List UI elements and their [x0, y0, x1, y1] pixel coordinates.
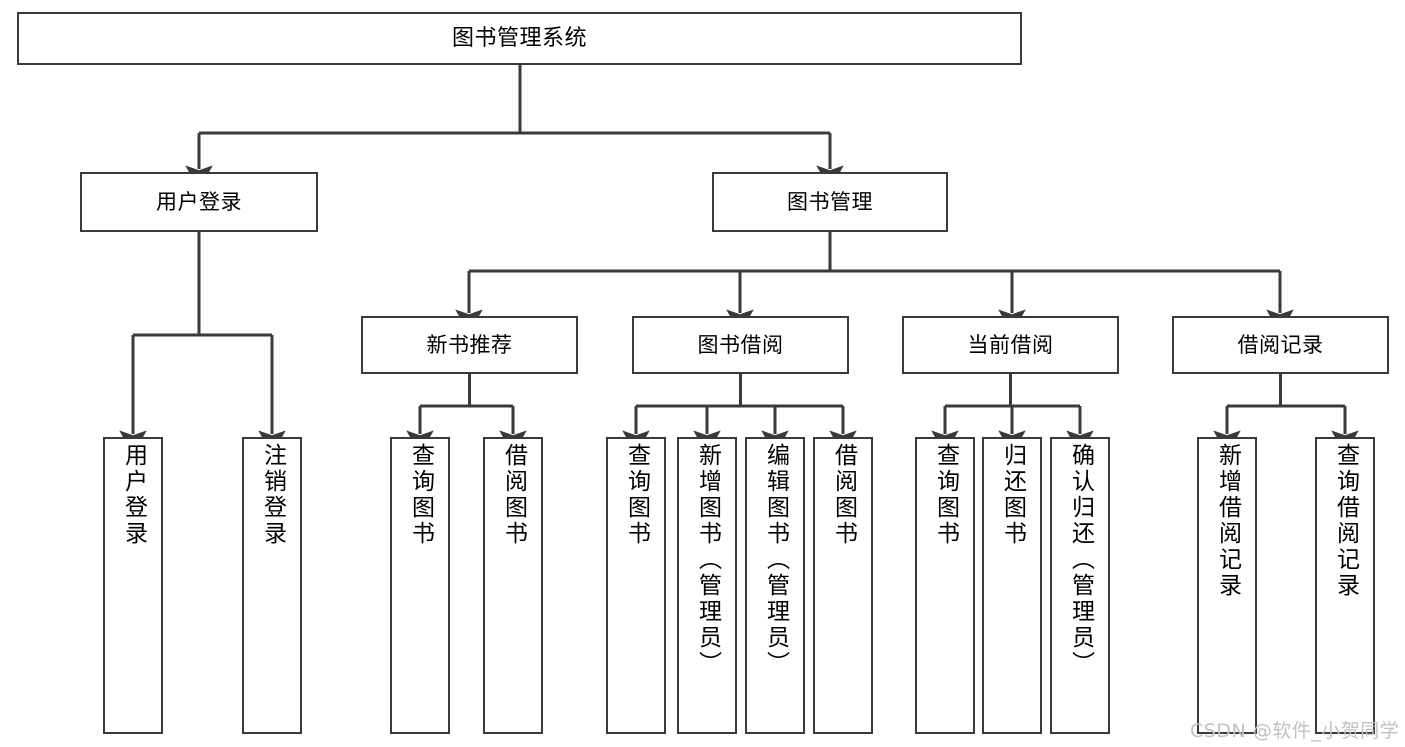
node-label: 查询图书 — [623, 443, 650, 547]
node-leaf-borrow-book[interactable]: 借阅图书 — [813, 437, 873, 734]
node-root[interactable]: 图书管理系统 — [17, 12, 1022, 65]
node-leaf-query-borrow-record[interactable]: 查询借阅记录 — [1315, 437, 1375, 734]
node-label: 新增借阅记录 — [1214, 443, 1241, 599]
node-leaf-add-book-admin[interactable]: 新增图书（管理员） — [677, 437, 737, 734]
node-label: 当前借阅 — [967, 332, 1054, 357]
node-leaf-borrow-book-recommend[interactable]: 借阅图书 — [483, 437, 543, 734]
node-label: 新增图书（管理员） — [694, 443, 721, 677]
node-label: 图书管理 — [787, 189, 873, 214]
node-user-login[interactable]: 用户登录 — [80, 172, 318, 232]
node-label: 借阅记录 — [1237, 332, 1324, 357]
node-label: 确认归还（管理员） — [1067, 443, 1094, 677]
node-leaf-logout[interactable]: 注销登录 — [242, 437, 302, 734]
node-label: 借阅图书 — [830, 443, 857, 547]
node-label: 图书借阅 — [697, 332, 784, 357]
csdn-watermark: CSDN @软件_小贺同学 — [1190, 720, 1400, 742]
node-label: 注销登录 — [259, 443, 286, 547]
node-label: 用户登录 — [156, 189, 242, 214]
node-book-borrow[interactable]: 图书借阅 — [632, 316, 849, 374]
node-label: 查询借阅记录 — [1332, 443, 1359, 599]
node-label: 图书管理系统 — [451, 25, 587, 51]
node-label: 借阅图书 — [500, 443, 527, 547]
node-leaf-return-book[interactable]: 归还图书 — [982, 437, 1042, 734]
node-borrow-record[interactable]: 借阅记录 — [1172, 316, 1389, 374]
node-leaf-query-book-recommend[interactable]: 查询图书 — [390, 437, 450, 734]
node-leaf-edit-book-admin[interactable]: 编辑图书（管理员） — [745, 437, 805, 734]
node-label: 查询图书 — [407, 443, 434, 547]
node-current-borrow[interactable]: 当前借阅 — [902, 316, 1119, 374]
node-label: 查询图书 — [932, 443, 959, 547]
node-leaf-add-borrow-record[interactable]: 新增借阅记录 — [1197, 437, 1257, 734]
node-leaf-query-book-borrow[interactable]: 查询图书 — [606, 437, 666, 734]
node-leaf-user-login[interactable]: 用户登录 — [103, 437, 163, 734]
node-label: 编辑图书（管理员） — [762, 443, 789, 677]
node-new-book-recommend[interactable]: 新书推荐 — [361, 316, 578, 374]
node-label: 用户登录 — [120, 443, 147, 547]
node-label: 新书推荐 — [426, 332, 513, 357]
node-book-manage[interactable]: 图书管理 — [712, 172, 948, 232]
node-leaf-query-book-current[interactable]: 查询图书 — [915, 437, 975, 734]
node-leaf-confirm-return-admin[interactable]: 确认归还（管理员） — [1050, 437, 1110, 734]
node-label: 归还图书 — [999, 443, 1026, 547]
